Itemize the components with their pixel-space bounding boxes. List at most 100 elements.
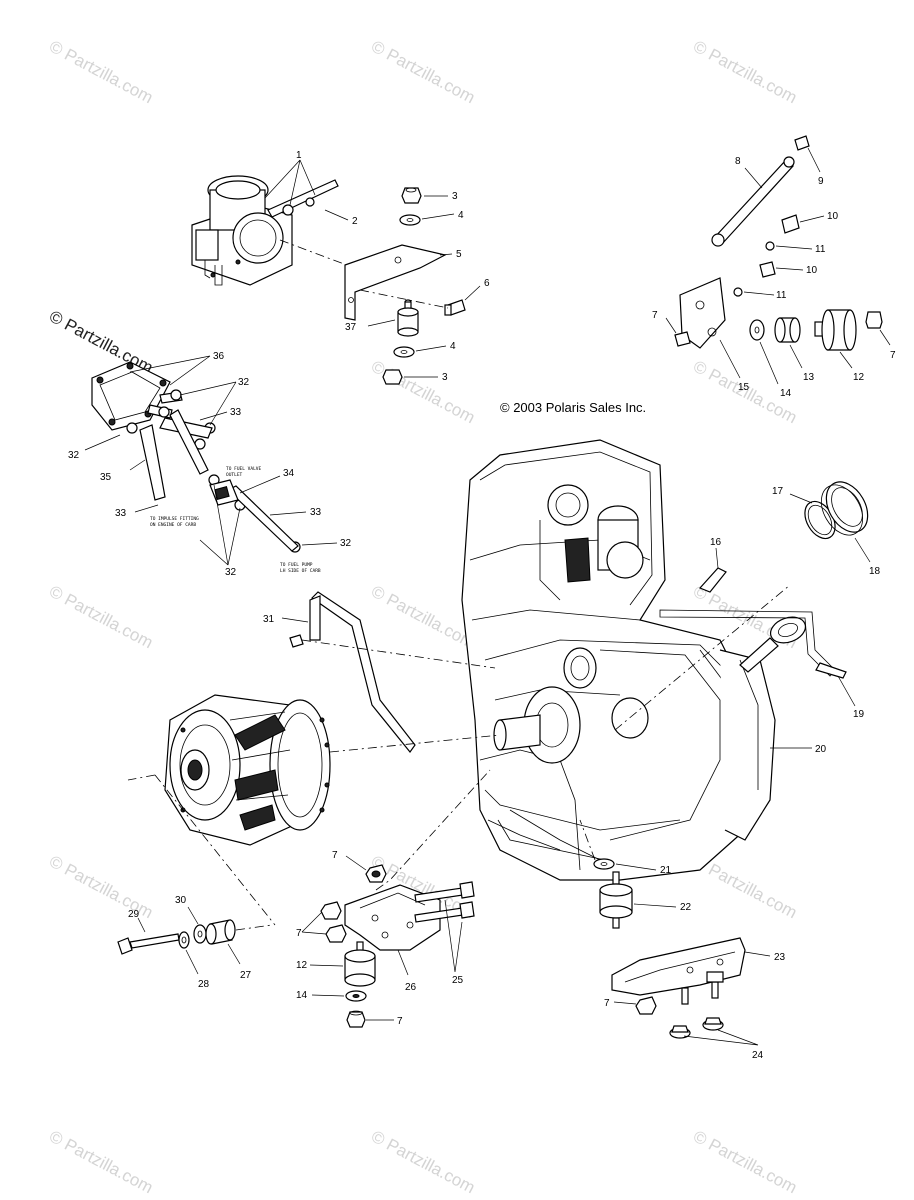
watermark: © Partzilla.com bbox=[46, 37, 156, 108]
generator-cover bbox=[719, 649, 776, 841]
engine-block bbox=[461, 439, 761, 881]
callout-7-bottom: 7 bbox=[397, 1016, 403, 1027]
washer bbox=[593, 858, 615, 870]
clutch-bolt bbox=[117, 933, 180, 955]
callout-11-upper: 11 bbox=[815, 244, 826, 255]
washer bbox=[345, 990, 367, 1002]
callout-7-upper-left: 7 bbox=[652, 310, 658, 321]
callout-19: 19 bbox=[853, 709, 865, 720]
callout-12-upper: 12 bbox=[853, 372, 865, 383]
fuel-pump-group: 36 32 32 33 35 34 33 33 bbox=[68, 351, 352, 578]
note-fuel-pump-2: LH SIDE OF CARB bbox=[280, 568, 321, 574]
nut bbox=[865, 311, 883, 329]
watermark: © Partzilla.com bbox=[46, 582, 156, 653]
callout-33-right: 33 bbox=[310, 507, 322, 518]
callout-37: 37 bbox=[345, 322, 357, 333]
fuel-filter bbox=[209, 479, 239, 506]
clutch-washer bbox=[193, 924, 207, 944]
callout-32-left: 32 bbox=[68, 450, 80, 461]
clutch-bolt-group: 29 28 30 27 bbox=[117, 895, 273, 990]
callout-25: 25 bbox=[452, 975, 464, 986]
nut bbox=[365, 864, 387, 883]
torque-bracket bbox=[679, 277, 726, 349]
crank-output bbox=[493, 647, 649, 764]
callout-27: 27 bbox=[240, 970, 252, 981]
callout-32-right: 32 bbox=[340, 538, 352, 549]
watermark: © Partzilla.com bbox=[46, 852, 156, 923]
callout-32-upper: 32 bbox=[238, 377, 250, 388]
callout-28: 28 bbox=[198, 979, 210, 990]
nut bbox=[325, 924, 347, 943]
callout-3-bottom: 3 bbox=[442, 372, 448, 383]
watermark: © Partzilla.com bbox=[690, 1127, 800, 1198]
rubber-mount bbox=[397, 299, 419, 337]
torque-stop-group: 8 9 10 11 10 11 15 7 bbox=[500, 135, 896, 415]
callout-6: 6 bbox=[484, 278, 490, 289]
rubber-mount bbox=[344, 941, 376, 987]
rubber-mount bbox=[599, 871, 633, 929]
callout-18: 18 bbox=[869, 566, 881, 577]
watermark: © Partzilla.com bbox=[690, 37, 800, 108]
callout-20: 20 bbox=[815, 744, 827, 755]
torque-rod bbox=[711, 156, 795, 247]
intake-boot bbox=[820, 481, 869, 536]
callout-12-lower: 12 bbox=[296, 960, 308, 971]
note-fuel-valve: TO FUEL VALVE bbox=[226, 466, 262, 472]
copyright-text: © 2003 Polaris Sales Inc. bbox=[500, 400, 646, 415]
callout-15: 15 bbox=[738, 382, 750, 393]
note-impulse-2: ON ENGINE OF CARB bbox=[150, 522, 196, 528]
callout-26: 26 bbox=[405, 982, 417, 993]
note-fuel-valve-2: OUTLET bbox=[226, 472, 243, 478]
note-fuel-pump: TO FUEL PUMP bbox=[280, 562, 313, 568]
bolt bbox=[794, 135, 810, 151]
nut bbox=[382, 369, 403, 385]
washer bbox=[749, 319, 765, 341]
callout-30: 30 bbox=[175, 895, 187, 906]
vent-hose bbox=[698, 567, 727, 593]
rear-mount-group: 23 7 24 bbox=[604, 937, 786, 1061]
rubber-mount bbox=[814, 309, 857, 351]
spacer bbox=[774, 317, 801, 343]
nut bbox=[346, 1010, 366, 1028]
callout-14-upper: 14 bbox=[780, 388, 792, 399]
callout-31: 31 bbox=[263, 614, 275, 625]
drive-clutch bbox=[164, 694, 331, 846]
bolt bbox=[781, 214, 800, 234]
callout-7-right: 7 bbox=[604, 998, 610, 1009]
watermark: © Partzilla.com bbox=[368, 582, 478, 653]
nut bbox=[674, 331, 691, 347]
note-impulse: TO IMPULSE FITTING bbox=[150, 516, 199, 522]
callout-2: 2 bbox=[352, 216, 358, 227]
engine-oil-pan bbox=[484, 789, 681, 861]
engine-assembly: 20 17 18 16 19 21 bbox=[461, 439, 881, 929]
breather-tube: 31 bbox=[263, 591, 496, 753]
callout-21: 21 bbox=[660, 865, 672, 876]
callout-11-lower: 11 bbox=[776, 290, 787, 301]
callout-1: 1 bbox=[296, 150, 302, 161]
callout-32-bottom: 32 bbox=[225, 567, 237, 578]
callout-23: 23 bbox=[774, 952, 786, 963]
oil-dipstick bbox=[739, 616, 807, 673]
breather-hose bbox=[659, 609, 847, 679]
callout-8: 8 bbox=[735, 156, 741, 167]
watermark: © Partzilla.com bbox=[368, 357, 478, 428]
carburetor bbox=[191, 175, 293, 286]
callout-33-upper: 33 bbox=[230, 407, 242, 418]
bolt bbox=[289, 634, 304, 648]
callout-14-lower: 14 bbox=[296, 990, 308, 1001]
washer bbox=[393, 346, 415, 358]
washer bbox=[399, 214, 421, 226]
lock-washer bbox=[178, 931, 190, 949]
bolt bbox=[444, 299, 466, 316]
nut bbox=[401, 187, 422, 204]
callout-13: 13 bbox=[803, 372, 815, 383]
stud bbox=[681, 971, 724, 1005]
callout-9: 9 bbox=[818, 176, 824, 187]
callout-5: 5 bbox=[456, 249, 462, 260]
callout-17: 17 bbox=[772, 486, 784, 497]
callout-10-lower: 10 bbox=[806, 265, 818, 276]
callout-33-left: 33 bbox=[115, 508, 127, 519]
flange-nut bbox=[669, 1017, 724, 1039]
callout-34: 34 bbox=[283, 468, 295, 479]
